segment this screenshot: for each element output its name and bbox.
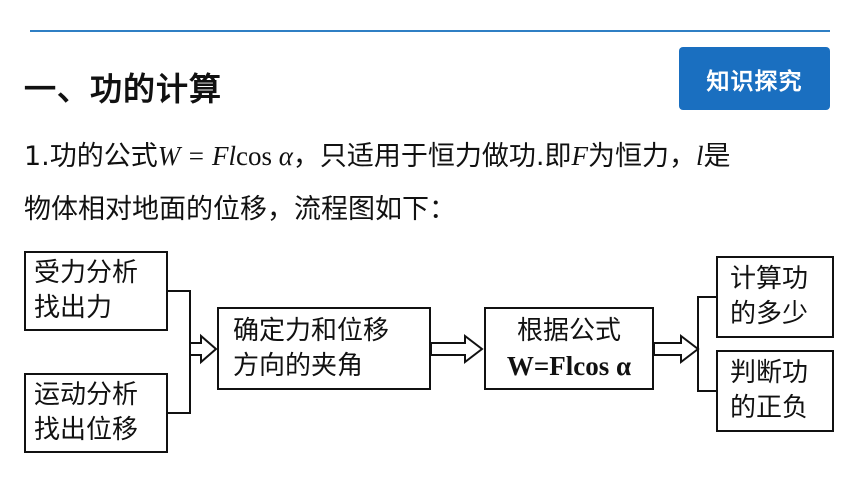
- formula-wfl: W = Fl: [157, 141, 236, 171]
- box-line: 找出位移: [34, 415, 139, 445]
- knowledge-explore-badge[interactable]: 知识探究: [679, 47, 830, 110]
- symbol-l: l: [696, 141, 704, 171]
- text-segment: 1.功的公式: [24, 141, 158, 172]
- box-motion-analysis: 运动分析 找出位移: [24, 373, 168, 453]
- box-line: 受力分析: [34, 258, 139, 288]
- paragraph-line-2: 物体相对地面的位移，流程图如下：: [24, 194, 456, 225]
- text-segment: 是: [703, 141, 731, 172]
- top-divider-line: [30, 30, 830, 32]
- merge-bracket-left: [168, 290, 191, 414]
- symbol-f: F: [571, 141, 589, 171]
- paragraph-line-1: 1.功的公式W = Flcos α，只适用于恒力做功.即F为恒力，l是: [24, 141, 731, 172]
- box-amount: 计算功 的多少: [716, 256, 834, 338]
- section-heading: 一、功的计算: [24, 70, 223, 108]
- box-line: 根据公式: [516, 315, 621, 346]
- box-line: 判断功: [730, 358, 809, 388]
- box-line: 的正负: [730, 393, 809, 423]
- box-line: 的多少: [730, 299, 809, 329]
- box-line: 计算功: [730, 264, 809, 294]
- split-bracket-right: [697, 296, 716, 392]
- box-sign: 判断功 的正负: [716, 350, 834, 432]
- text-segment: ，只适用于恒力做功.即: [292, 141, 572, 172]
- box-formula-text: W=Flcos α: [506, 350, 632, 381]
- box-line: 运动分析: [34, 380, 139, 410]
- hollow-arrow-1: [189, 333, 218, 365]
- text-segment: 为恒力，: [588, 141, 697, 172]
- box-angle: 确定力和位移 方向的夹角: [217, 307, 431, 390]
- box-line: 方向的夹角: [233, 350, 364, 381]
- formula-cos: cos: [235, 141, 279, 171]
- box-line: 确定力和位移: [233, 315, 390, 346]
- formula-alpha: α: [278, 141, 293, 171]
- hollow-arrow-3: [653, 333, 700, 365]
- box-formula: 根据公式 W=Flcos α: [484, 307, 654, 390]
- box-force-analysis: 受力分析 找出力: [24, 251, 168, 331]
- hollow-arrow-2: [430, 333, 484, 365]
- box-line: 找出力: [34, 293, 113, 323]
